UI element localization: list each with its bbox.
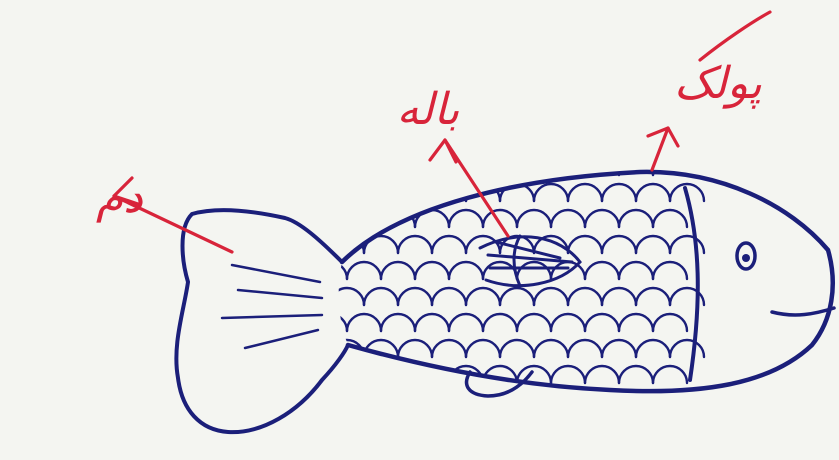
scale-arc	[466, 236, 500, 253]
gill-line	[685, 188, 698, 380]
label-scales: پولک	[674, 58, 762, 109]
scale-arc	[449, 262, 483, 279]
scale-arc	[364, 184, 398, 201]
scale-arc	[415, 314, 449, 331]
scale-arc	[568, 236, 602, 253]
scale-arc	[466, 288, 500, 305]
scale-arc	[313, 210, 347, 227]
scale-arc	[653, 210, 687, 227]
scale-arc	[347, 366, 381, 383]
scale-arc	[568, 340, 602, 357]
scale-arc	[398, 340, 432, 357]
scale-arc	[313, 314, 347, 331]
scale-arc	[500, 288, 534, 305]
scale-arc	[585, 262, 619, 279]
scale-arc	[330, 288, 364, 305]
label-fin: باله	[397, 84, 460, 135]
scale-arc	[313, 158, 347, 175]
fin-arrowhead	[430, 140, 456, 162]
scale-arc	[347, 210, 381, 227]
scale-arc	[347, 158, 381, 175]
scale-arc	[619, 314, 653, 331]
scale-arc	[415, 158, 449, 175]
scale-arc	[500, 340, 534, 357]
label-tail: دم	[96, 172, 143, 223]
scale-arc	[619, 262, 653, 279]
fish-body	[342, 172, 833, 391]
scale-arc	[449, 210, 483, 227]
scale-arc	[381, 262, 415, 279]
scale-arc	[551, 158, 585, 175]
scale-arc	[449, 314, 483, 331]
scale-arc	[602, 288, 636, 305]
scale-arc	[653, 262, 687, 279]
scale-arc	[347, 314, 381, 331]
scale-arc	[619, 210, 653, 227]
scale-arc	[466, 340, 500, 357]
scale-arc	[517, 158, 551, 175]
mouth	[772, 308, 834, 315]
scale-arc	[534, 288, 568, 305]
scale-arc	[585, 314, 619, 331]
scale-arc	[432, 236, 466, 253]
scale-arc	[636, 288, 670, 305]
scale-arc	[313, 262, 347, 279]
scale-arc	[534, 340, 568, 357]
scale-arc	[636, 184, 670, 201]
scale-arc	[415, 262, 449, 279]
scale-arc	[551, 314, 585, 331]
scale-arc	[636, 236, 670, 253]
scale-arc	[381, 158, 415, 175]
scale-arc	[381, 314, 415, 331]
scale-arc	[330, 236, 364, 253]
scale-arc	[568, 184, 602, 201]
scale-arc	[483, 158, 517, 175]
scale-arc	[432, 340, 466, 357]
scale-arc	[670, 340, 704, 357]
scale-arc	[619, 366, 653, 383]
scale-arc	[568, 288, 602, 305]
scale-arc	[551, 366, 585, 383]
scales-label-flourish	[700, 12, 770, 60]
scale-arc	[483, 262, 517, 279]
scale-arc	[602, 236, 636, 253]
scale-arc	[602, 340, 636, 357]
scale-arc	[330, 184, 364, 201]
scale-arc	[483, 314, 517, 331]
scale-arc	[551, 210, 585, 227]
scale-arc	[534, 184, 568, 201]
scale-arc	[398, 236, 432, 253]
scale-arc	[398, 288, 432, 305]
scale-arc	[602, 184, 636, 201]
scale-arc	[432, 288, 466, 305]
scale-arc	[653, 366, 687, 383]
tail-rays	[222, 265, 322, 348]
scale-arc	[585, 210, 619, 227]
scale-arc	[585, 366, 619, 383]
scale-arc	[653, 314, 687, 331]
scale-arc	[517, 262, 551, 279]
scale-arc	[381, 366, 415, 383]
pupil	[742, 254, 750, 262]
fish-tail	[176, 210, 348, 432]
scale-arc	[398, 184, 432, 201]
scale-arc	[517, 210, 551, 227]
scale-arc	[364, 288, 398, 305]
scale-arc	[670, 236, 704, 253]
scale-arc	[517, 314, 551, 331]
scale-arc	[636, 340, 670, 357]
scale-arc	[347, 262, 381, 279]
